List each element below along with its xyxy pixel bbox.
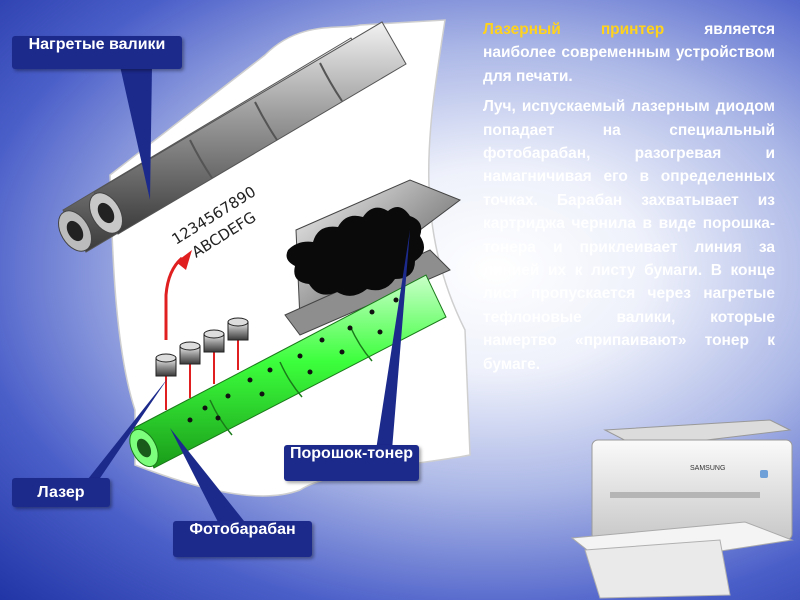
photo-drum [129,274,447,469]
pointer-drum [170,428,248,526]
label-drum-text: Фотобарабан [189,521,296,538]
label-toner: Порошок-тонер [284,445,419,481]
laser-diodes [155,317,249,410]
toner-cartridge [284,179,462,336]
label-drum: Фотобарабан [173,521,312,557]
pointer-heated-rollers [120,66,152,200]
label-heated-rollers-text: Нагретые валики [28,36,166,53]
label-toner-text: Порошок-тонер [290,445,413,462]
description-body: Луч, испускаемый лазерным диодом попадае… [483,98,775,373]
printer-picture [570,419,794,599]
intro-rest: является наиболее современным устройство… [483,21,775,85]
description-text: Лазерный принтер является наиболее совре… [483,18,775,383]
printer-brand: SAMSUNG [690,465,725,472]
pointer-laser [84,378,168,484]
arrow-head-icon [176,250,192,270]
heated-roller-back [88,21,407,235]
label-heated-rollers: Нагретые валики [12,36,182,69]
label-laser: Лазер [12,478,110,507]
label-laser-text: Лазер [37,484,85,501]
highlight-term: Лазерный принтер [483,21,665,38]
description-intro: Лазерный принтер является наиболее совре… [483,18,775,88]
pointer-toner [376,230,410,450]
